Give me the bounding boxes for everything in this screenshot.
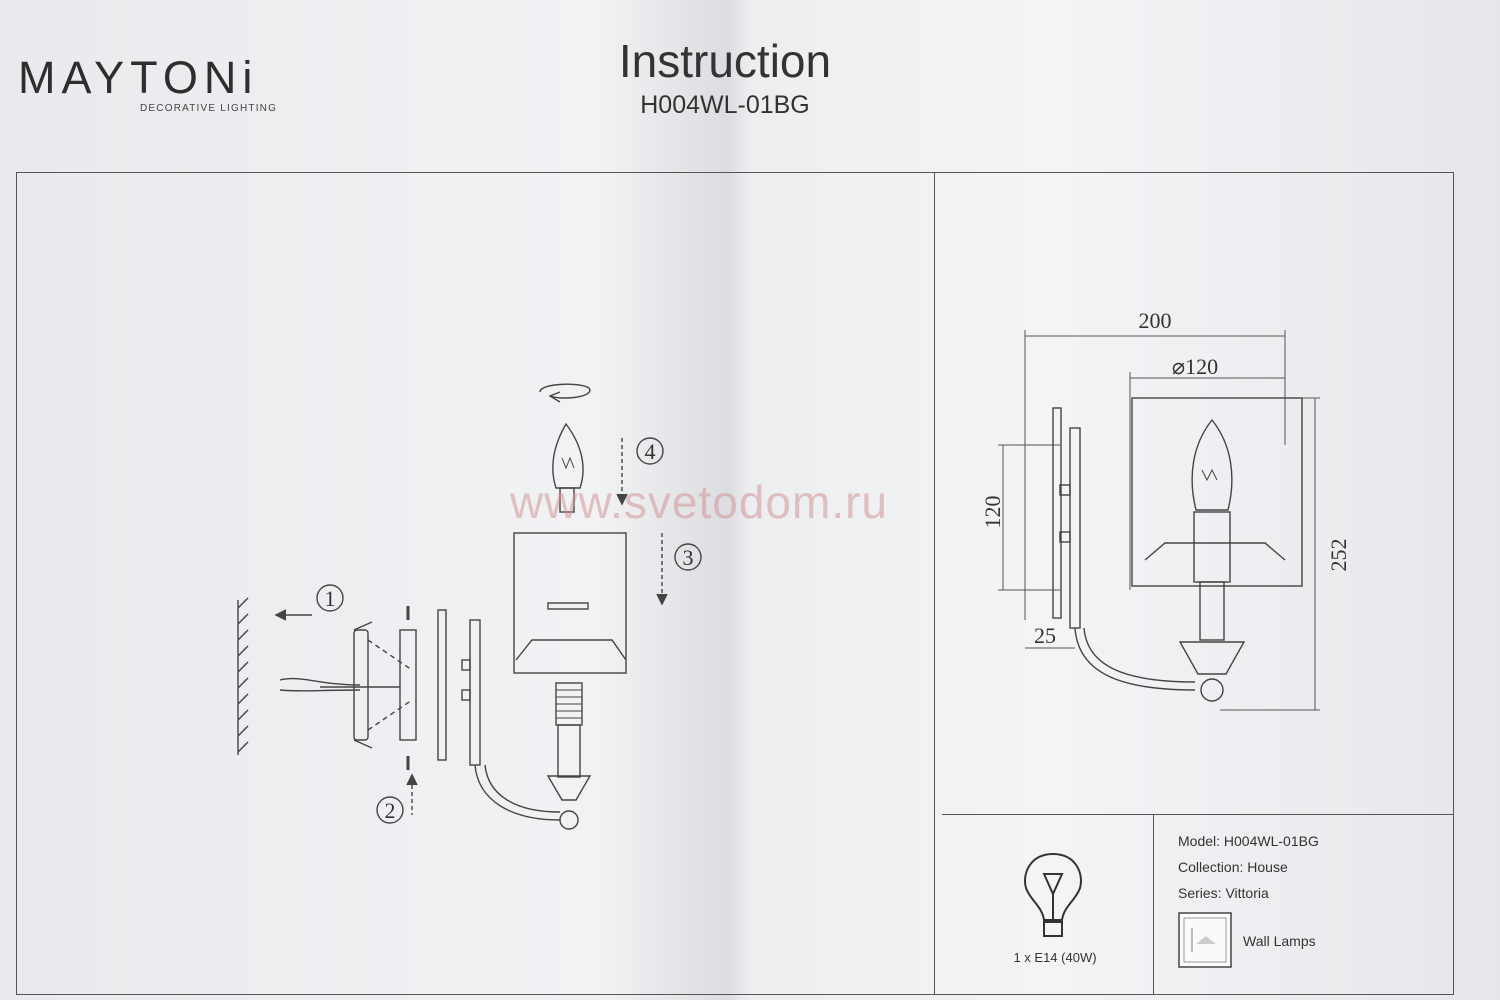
instruction-frame xyxy=(16,172,1454,995)
brand-logo: MAYTONi xyxy=(18,52,259,103)
frame-divider xyxy=(934,172,935,995)
dim-total-height: 252 xyxy=(1326,539,1351,572)
spec-panel xyxy=(942,814,1454,996)
brand-tagline: DECORATIVE LIGHTING xyxy=(140,103,278,114)
dim-depth: 25 xyxy=(1034,623,1056,648)
rotate-arrow-icon xyxy=(539,383,591,399)
dim-width: 200 xyxy=(1139,308,1172,333)
dim-shade-diameter: ⌀120 xyxy=(1172,354,1218,379)
page-title: Instruction xyxy=(618,35,832,87)
wall-lamp-icon xyxy=(1178,912,1232,968)
watermark: www.svetodom.ru xyxy=(510,476,889,528)
wall-hatching xyxy=(237,597,249,753)
dimension-bulb-drawing xyxy=(1191,418,1233,511)
spec-series: Series: Vittoria xyxy=(1178,885,1269,901)
dim-mount-height: 120 xyxy=(980,496,1005,529)
spec-category: Wall Lamps xyxy=(1243,933,1316,949)
model-code: H004WL-01BG xyxy=(640,91,810,119)
step-4-label: 4 xyxy=(645,439,656,464)
spec-collection: Collection: House xyxy=(1178,859,1288,875)
spec-divider xyxy=(1153,814,1154,995)
step-2-label: 2 xyxy=(385,798,396,823)
bulb-spec: 1 x E14 (40W) xyxy=(1013,950,1097,965)
spec-model: Model: H004WL-01BG xyxy=(1178,833,1319,849)
step-1-label: 1 xyxy=(325,586,336,611)
step-3-label: 3 xyxy=(683,545,694,570)
bulb-icon xyxy=(1024,852,1082,937)
